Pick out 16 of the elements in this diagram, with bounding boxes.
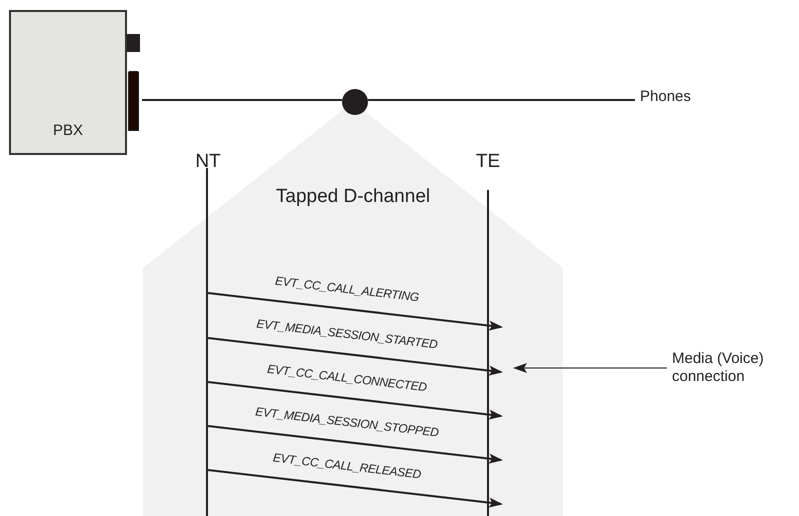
endpoint-label: Phones bbox=[640, 88, 700, 110]
message-arrow bbox=[208, 425, 503, 464]
message-arrow bbox=[208, 292, 503, 331]
annotation-text: Media (Voice) connection bbox=[672, 350, 792, 394]
device-label: PBX bbox=[52, 122, 84, 139]
region-title: Tapped D-channel bbox=[274, 186, 432, 208]
message-arrow bbox=[208, 337, 503, 376]
message-arrow bbox=[208, 469, 503, 508]
line bbox=[368, 99, 635, 101]
leader-line bbox=[513, 363, 668, 373]
pbx-box bbox=[9, 10, 127, 155]
tap-point bbox=[342, 89, 368, 115]
message-arrow bbox=[208, 381, 503, 420]
participant-label: TE bbox=[474, 152, 502, 172]
participant-label: NT bbox=[194, 152, 222, 172]
line bbox=[142, 99, 342, 101]
